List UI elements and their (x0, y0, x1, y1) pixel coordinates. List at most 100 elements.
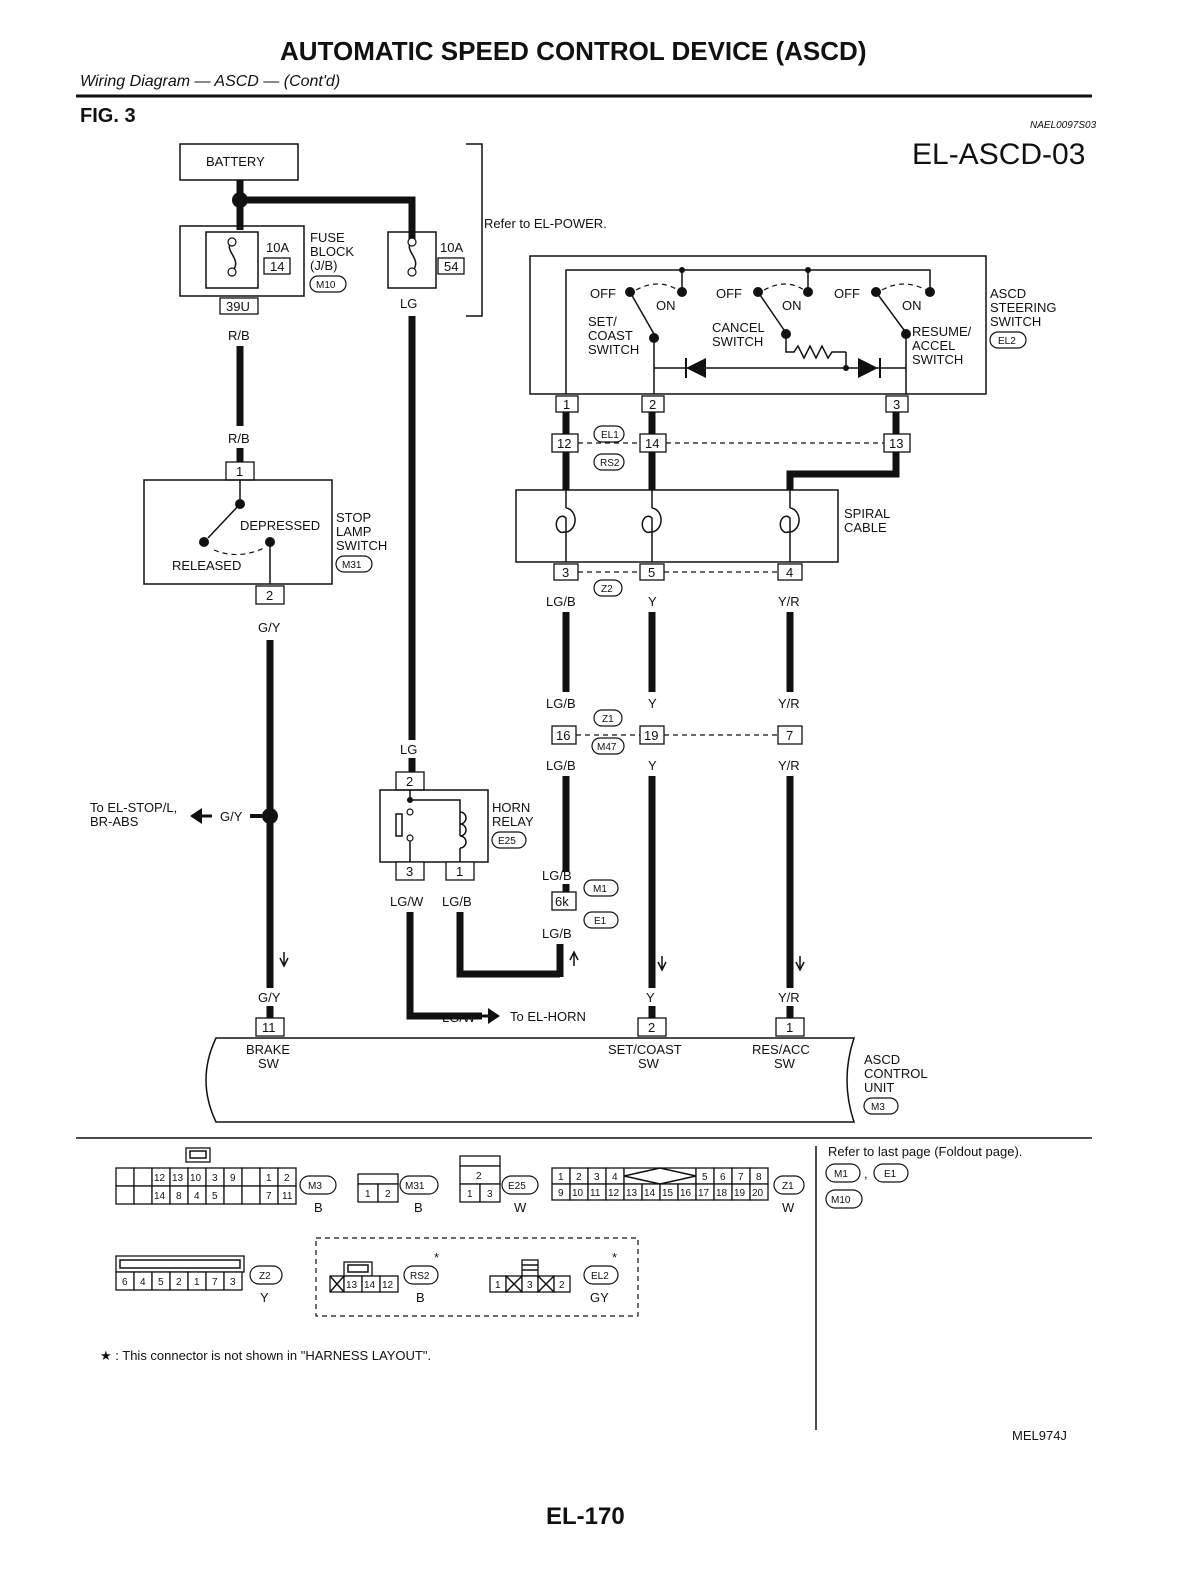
z1-connector-face: 1 2 3 4 5 6 7 8 9 10 11 12 13 14 15 16 1… (551, 1167, 769, 1201)
m31-latch (357, 1173, 399, 1185)
resume-label-3: SWITCH (912, 352, 963, 367)
m3-cell (223, 1185, 243, 1205)
switch-travel-arc (881, 283, 927, 291)
el2-face-name: EL2 (591, 1271, 609, 1282)
wire-color-yr: Y/R (778, 758, 800, 773)
pin-label: 3 (406, 864, 413, 879)
z1-pin: 17 (698, 1188, 710, 1199)
brake-sw-label-2: SW (258, 1056, 280, 1071)
unit-pin-11 (255, 1017, 285, 1037)
resume-label-2: ACCEL (912, 338, 955, 353)
wire-color-y: Y (646, 990, 655, 1005)
stop-lamp-reference-2: BR-ABS (90, 814, 139, 829)
horn-relay-box (379, 789, 489, 863)
z1-pin: 20 (752, 1188, 764, 1199)
m31-face-capsule (399, 1175, 439, 1195)
m3-cell (115, 1185, 135, 1205)
z1-pin: 2 (576, 1172, 582, 1183)
wire-color-lgb: LG/B (442, 894, 472, 909)
stop-lamp-label-2: LAMP (336, 524, 371, 539)
ascd-steering-connector: EL2 (998, 336, 1016, 347)
harness-layout-note: ★ : This connector is not shown in "HARN… (100, 1348, 431, 1363)
switch-contact (803, 287, 813, 297)
diode-left (686, 358, 706, 378)
fuse-terminal (407, 267, 417, 277)
fuse-connector-box (219, 297, 259, 315)
fuse-54-number: 54 (444, 259, 458, 274)
pin-label: 3 (562, 565, 569, 580)
rs2-star: * (434, 1250, 439, 1265)
relay-contact (406, 834, 414, 842)
set-coast-sw-label-1: SET/COAST (608, 1042, 682, 1057)
wire-color-yr: Y/R (778, 990, 800, 1005)
ascd-control-unit-box (205, 1037, 856, 1123)
resistor (785, 334, 846, 360)
fuse-54-number-box (437, 257, 465, 275)
pin-label: 2 (649, 397, 656, 412)
pin-label: 2 (266, 588, 273, 603)
pin-label: 3 (893, 397, 900, 412)
arrow-right (488, 1008, 500, 1024)
z1-pin: 13 (626, 1188, 638, 1199)
horn-relay-label-1: HORN (492, 800, 530, 815)
wire-color-lg: LG (400, 742, 417, 757)
m3-face-color: B (314, 1200, 323, 1215)
joint-pin-7 (777, 725, 803, 745)
set-coast-switch-arm (629, 291, 655, 335)
spiral-pin-4 (777, 563, 803, 581)
stop-switch-pin-2 (255, 585, 285, 605)
z2-face-color: Y (260, 1290, 269, 1305)
control-unit-connector: M3 (871, 1102, 885, 1113)
signal-arrow-down (279, 952, 289, 968)
switch-internal-bus (565, 269, 931, 394)
el2-capsule (989, 331, 1027, 349)
m3-cell (241, 1167, 261, 1187)
z1-pin: 4 (612, 1172, 618, 1183)
switch-travel-arc (635, 283, 679, 291)
battery-label: BATTERY (206, 154, 265, 169)
wire-color-y: Y (648, 696, 657, 711)
m3-cell (115, 1167, 135, 1187)
z1-face-capsule (773, 1175, 805, 1195)
z1-pin: 7 (738, 1172, 744, 1183)
z2-latch-inner (119, 1259, 241, 1269)
fuse-connector-label: 39U (226, 299, 250, 314)
stop-switch-arm (207, 503, 241, 539)
arrow-left (190, 808, 202, 824)
z2-capsule (593, 579, 623, 597)
m3-pin: 3 (212, 1173, 218, 1184)
el2-pin: 1 (495, 1280, 501, 1291)
rs2-cell (379, 1275, 399, 1293)
pin-label: 5 (648, 565, 655, 580)
z1-pin: 19 (734, 1188, 746, 1199)
z2-pin: 3 (230, 1277, 236, 1288)
z1-pin: 18 (716, 1188, 728, 1199)
wire-color-gy: G/Y (220, 809, 243, 824)
pin-label: 13 (889, 436, 903, 451)
horn-reference: To EL-HORN (510, 1009, 586, 1024)
z1-pin: 8 (756, 1172, 762, 1183)
spiral-coil (555, 490, 576, 562)
m3-face-name: M3 (308, 1181, 322, 1192)
ascd-steering-label-3: SWITCH (990, 314, 1041, 329)
m3-pin: 11 (282, 1191, 293, 1202)
rs2-face-color: B (416, 1290, 425, 1305)
page-number: EL-170 (546, 1503, 625, 1530)
z1-pin: 14 (644, 1188, 656, 1199)
wire-color-lg: LG (400, 296, 417, 311)
connector-name-z2: Z2 (601, 584, 613, 595)
z1-pin: 6 (720, 1172, 726, 1183)
fuse-block-label-1: FUSE (310, 230, 345, 245)
power-ref-bracket (466, 143, 483, 317)
connector-name-m1: M1 (593, 884, 607, 895)
unit-pin-1 (775, 1017, 805, 1037)
wire-color-rb: R/B (228, 328, 250, 343)
set-coast-label-3: SWITCH (588, 342, 639, 357)
diagram-id: EL-ASCD-03 (912, 138, 1085, 171)
z2-pin: 4 (140, 1277, 146, 1288)
stop-lamp-label-3: SWITCH (336, 538, 387, 553)
m3-pin: 12 (154, 1173, 166, 1184)
e25-capsule (491, 831, 527, 849)
z2-face-name: Z2 (259, 1271, 271, 1282)
